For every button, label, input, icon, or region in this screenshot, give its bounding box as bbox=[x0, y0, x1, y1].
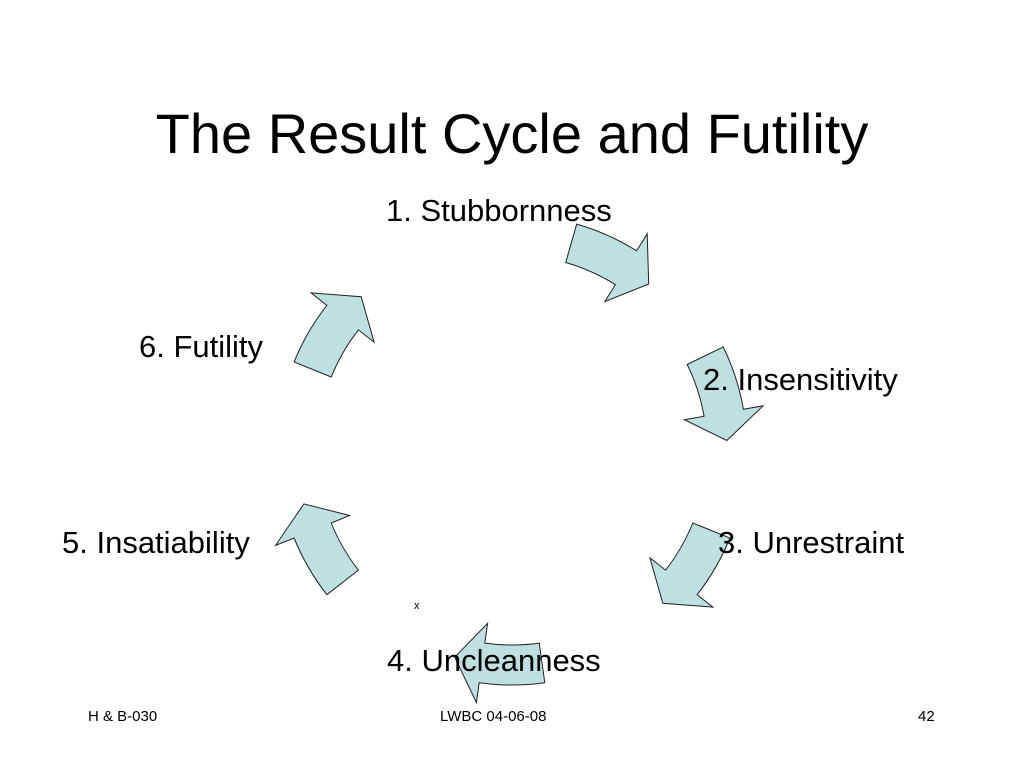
cycle-arrow-2 bbox=[682, 346, 765, 442]
cycle-arrow-5 bbox=[274, 503, 360, 596]
stage-label-1: 1. Stubbornness bbox=[386, 193, 612, 228]
stage-label-5: 5. Insatiability bbox=[62, 525, 250, 560]
cycle-arrow-3 bbox=[649, 522, 731, 608]
footer-center: LWBC 04-06-08 bbox=[440, 708, 547, 725]
stage-label-3: 3. Unrestraint bbox=[718, 525, 905, 560]
footer-right: 42 bbox=[918, 708, 935, 725]
stage-label-6: 6. Futility bbox=[139, 329, 264, 364]
cycle-arrow-6 bbox=[293, 292, 375, 378]
cycle-arrow-4 bbox=[454, 621, 546, 705]
marker-x: x bbox=[414, 600, 420, 612]
footer-left: H & B-030 bbox=[88, 708, 158, 725]
stage-label-4: 4. Uncleanness bbox=[387, 643, 601, 678]
stage-label-2: 2. Insensitivity bbox=[703, 362, 898, 397]
slide-title: The Result Cycle and Futility bbox=[155, 102, 869, 165]
cycle-arrow-1 bbox=[565, 223, 650, 303]
